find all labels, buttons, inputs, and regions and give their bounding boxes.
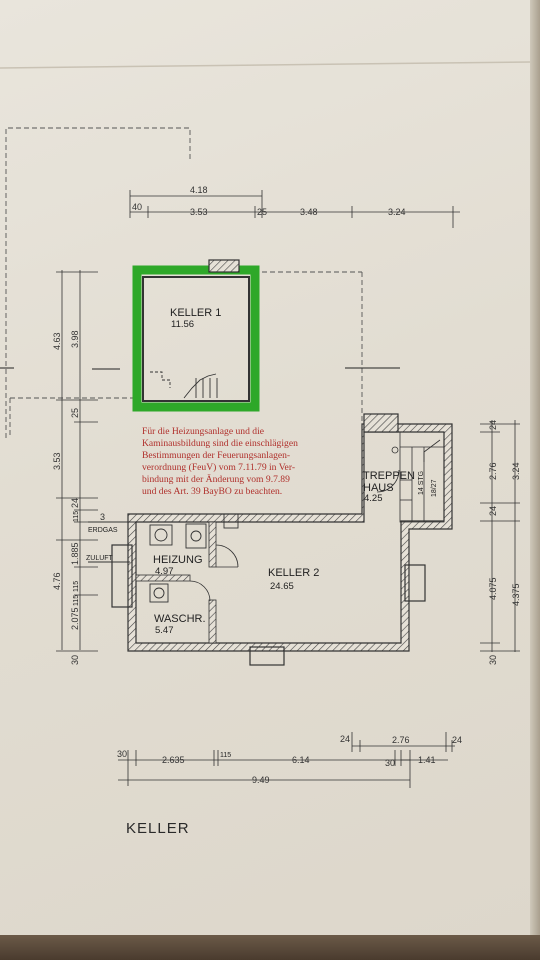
supply-lines: [88, 521, 150, 563]
keller1-highlight: [132, 265, 260, 412]
note-line: bindung mit der Änderung vom 9.7.89: [142, 474, 290, 485]
doors: [189, 469, 400, 602]
dim-bottom-141: 1.41: [418, 755, 436, 765]
paper-edge: [530, 0, 540, 935]
paper-sheet: [0, 0, 530, 935]
dim-left-30: 30: [70, 655, 80, 665]
fixtures: [149, 513, 239, 603]
dim-bottom-30a: 30: [117, 749, 127, 759]
dim-top-40: 40: [132, 202, 142, 212]
light-well-left: [111, 544, 133, 608]
light-well-bottom: [249, 646, 285, 666]
interior-wall-waschr: [135, 574, 191, 582]
label-erdgas: ERDGAS: [88, 527, 118, 534]
table-surface: [0, 935, 540, 960]
dim-right-276: 2.76: [488, 462, 498, 480]
note-line: Für die Heizungsanlage und die: [142, 426, 265, 437]
room-keller1-area: 11.56: [171, 319, 194, 330]
keller1-window: [208, 259, 240, 273]
dim-top-324: 3.24: [388, 207, 406, 217]
section-markers: [0, 367, 400, 370]
dim-bottom-24b: 24: [452, 735, 462, 745]
dim-left-24: 24: [70, 498, 80, 508]
note-line: Bestimmungen der Feuerungsanlagen-: [142, 450, 291, 461]
label-stair-stg: 14 STG: [418, 471, 425, 495]
dim-bottom-614: 6.14: [292, 755, 310, 765]
keller1-walls: [142, 276, 250, 402]
upper-floor-outline: [5, 127, 363, 438]
dim-left-3: 3: [100, 512, 105, 522]
dim-left-115c: 115: [73, 595, 80, 606]
dim-left-115a: 115: [73, 511, 80, 522]
fold-line: [0, 61, 531, 69]
room-keller2-area: 24.65: [270, 581, 294, 592]
treppenhaus-stair: [391, 431, 445, 523]
stair-window: [363, 413, 399, 433]
dim-right-324: 3.24: [511, 462, 521, 480]
room-waschr-name: WASCHR.: [154, 613, 206, 625]
room-treppenhaus-name2: HAUS: [363, 482, 394, 494]
dim-right-4075: 4.075: [488, 577, 498, 600]
note-line: Kaminausbildung sind die einschlägigen: [142, 438, 298, 449]
dim-left-2075: 2.075: [70, 607, 80, 630]
note-line: und des Art. 39 BayBO zu beachten.: [142, 486, 283, 497]
dim-bottom-30b: 30: [385, 758, 395, 768]
light-well-right: [404, 564, 426, 602]
dim-top-25: 25: [257, 207, 267, 217]
dim-right-24a: 24: [488, 420, 498, 430]
note-line: verordnung (FeuV) vom 7.11.79 in Ver-: [142, 462, 296, 473]
dim-left-353: 3.53: [52, 452, 62, 470]
dim-left-476: 4.76: [52, 572, 62, 590]
dim-top-418: 4.18: [190, 185, 208, 195]
interior-wall-lower: [208, 599, 217, 644]
room-keller2-name: KELLER 2: [268, 567, 319, 579]
room-heizung-area: 4.97: [155, 566, 174, 577]
room-heizung-name: HEIZUNG: [153, 554, 203, 566]
room-waschr-area: 5.47: [155, 625, 174, 636]
fire-code-note: Für die Heizungsanlage und die Kaminausb…: [142, 426, 342, 498]
dim-left-1885: 1.885: [70, 542, 80, 565]
dim-right-24b: 24: [488, 506, 498, 516]
plan-title: KELLER: [126, 820, 190, 837]
dim-bottom-24a: 24: [340, 734, 350, 744]
dim-left-398: 3.98: [70, 330, 80, 348]
dim-left-463: 4.63: [52, 332, 62, 350]
dim-bottom-115: 115: [220, 752, 231, 759]
dim-bottom-949: 9.49: [252, 775, 270, 785]
label-stair-ratio: 18/27: [431, 479, 438, 497]
dim-right-30: 30: [488, 655, 498, 665]
dim-left-25: 25: [70, 408, 80, 418]
dim-bottom-276: 2.76: [392, 735, 410, 745]
label-zuluft: ZULUFT: [86, 555, 114, 562]
dim-top-348: 3.48: [300, 207, 318, 217]
dimension-lines: [56, 190, 520, 788]
room-treppenhaus-name1: TREPPEN: [363, 470, 415, 482]
dim-right-4375: 4.375: [511, 583, 521, 606]
room-treppenhaus-area: 4.25: [364, 493, 383, 504]
room-keller1-name: KELLER 1: [170, 307, 221, 319]
dim-left-115b: 115: [73, 581, 80, 592]
keller1-stair: [150, 371, 218, 399]
dim-bottom-2635: 2.635: [162, 755, 185, 765]
interior-wall-heizung: [208, 521, 217, 568]
dim-top-353: 3.53: [190, 207, 208, 217]
